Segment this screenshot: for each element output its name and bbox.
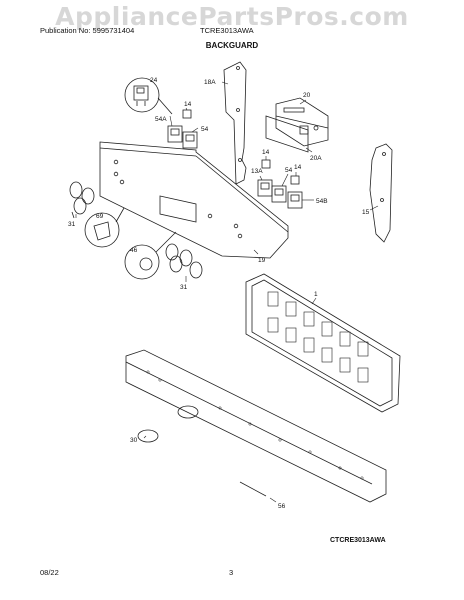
model-number: TCRE3013AWA — [200, 26, 254, 35]
part-1-rear-panel — [245, 273, 401, 413]
callout-20: 20 — [303, 92, 311, 99]
part-69-lamp-detail — [84, 207, 125, 248]
callout-31-bottom: 31 — [180, 284, 188, 291]
callout-31-left: 31 — [68, 221, 76, 228]
callout-54-mid: 54 — [285, 167, 293, 174]
part-30-cover-plate — [137, 429, 159, 443]
callout-19: 19 — [258, 257, 266, 264]
backguard-console-panel — [99, 141, 289, 259]
callout-20a: 20A — [310, 155, 322, 162]
part-14c-clip — [290, 175, 300, 185]
callout-54b: 54B — [316, 198, 328, 205]
callout-56: 56 — [278, 503, 286, 510]
callout-14a: 14 — [184, 101, 192, 108]
part-13a-switch — [257, 179, 273, 197]
part-46-detail — [124, 231, 177, 280]
callout-30: 30 — [130, 437, 138, 444]
part-14b-clip — [261, 159, 271, 169]
part-24-switch-detail — [124, 77, 173, 115]
watermark: AppliancePartsPros.com — [55, 2, 409, 31]
publication-number: Publication No: 5995731404 — [40, 26, 135, 35]
part-14a-clip — [182, 109, 192, 119]
part-31-knobs-left — [69, 181, 95, 219]
revision-date: 08/22 — [40, 568, 59, 577]
part-15-bracket — [369, 143, 393, 243]
callout-69: 69 — [96, 213, 104, 220]
part-56-back-cover — [125, 349, 387, 503]
part-54b-switch — [287, 191, 303, 209]
part-54-mid-switch — [271, 185, 287, 203]
part-20a-overlay — [265, 115, 309, 153]
callout-14c: 14 — [294, 164, 302, 171]
diagram-title: BACKGUARD — [205, 41, 259, 50]
callout-15: 15 — [362, 209, 370, 216]
page-number: 3 — [229, 568, 234, 577]
callout-54-top: 54 — [201, 126, 209, 133]
callout-18a: 18A — [204, 79, 216, 86]
part-54a-switch — [167, 125, 183, 143]
leader-lines — [75, 81, 379, 503]
callout-46: 46 — [130, 247, 138, 254]
callout-14b: 14 — [262, 149, 270, 156]
callout-13a: 13A — [251, 168, 263, 175]
diagram-caption: CTCRE3013AWA — [330, 537, 386, 544]
part-20-control-board — [275, 97, 329, 147]
part-18a-bracket — [223, 61, 247, 185]
callout-24: 24 — [150, 77, 158, 84]
callout-54a-top: 54A — [155, 116, 167, 123]
part-54-switch — [182, 131, 198, 149]
part-31-knobs-bottom — [165, 243, 203, 279]
callout-1: 1 — [314, 291, 318, 298]
